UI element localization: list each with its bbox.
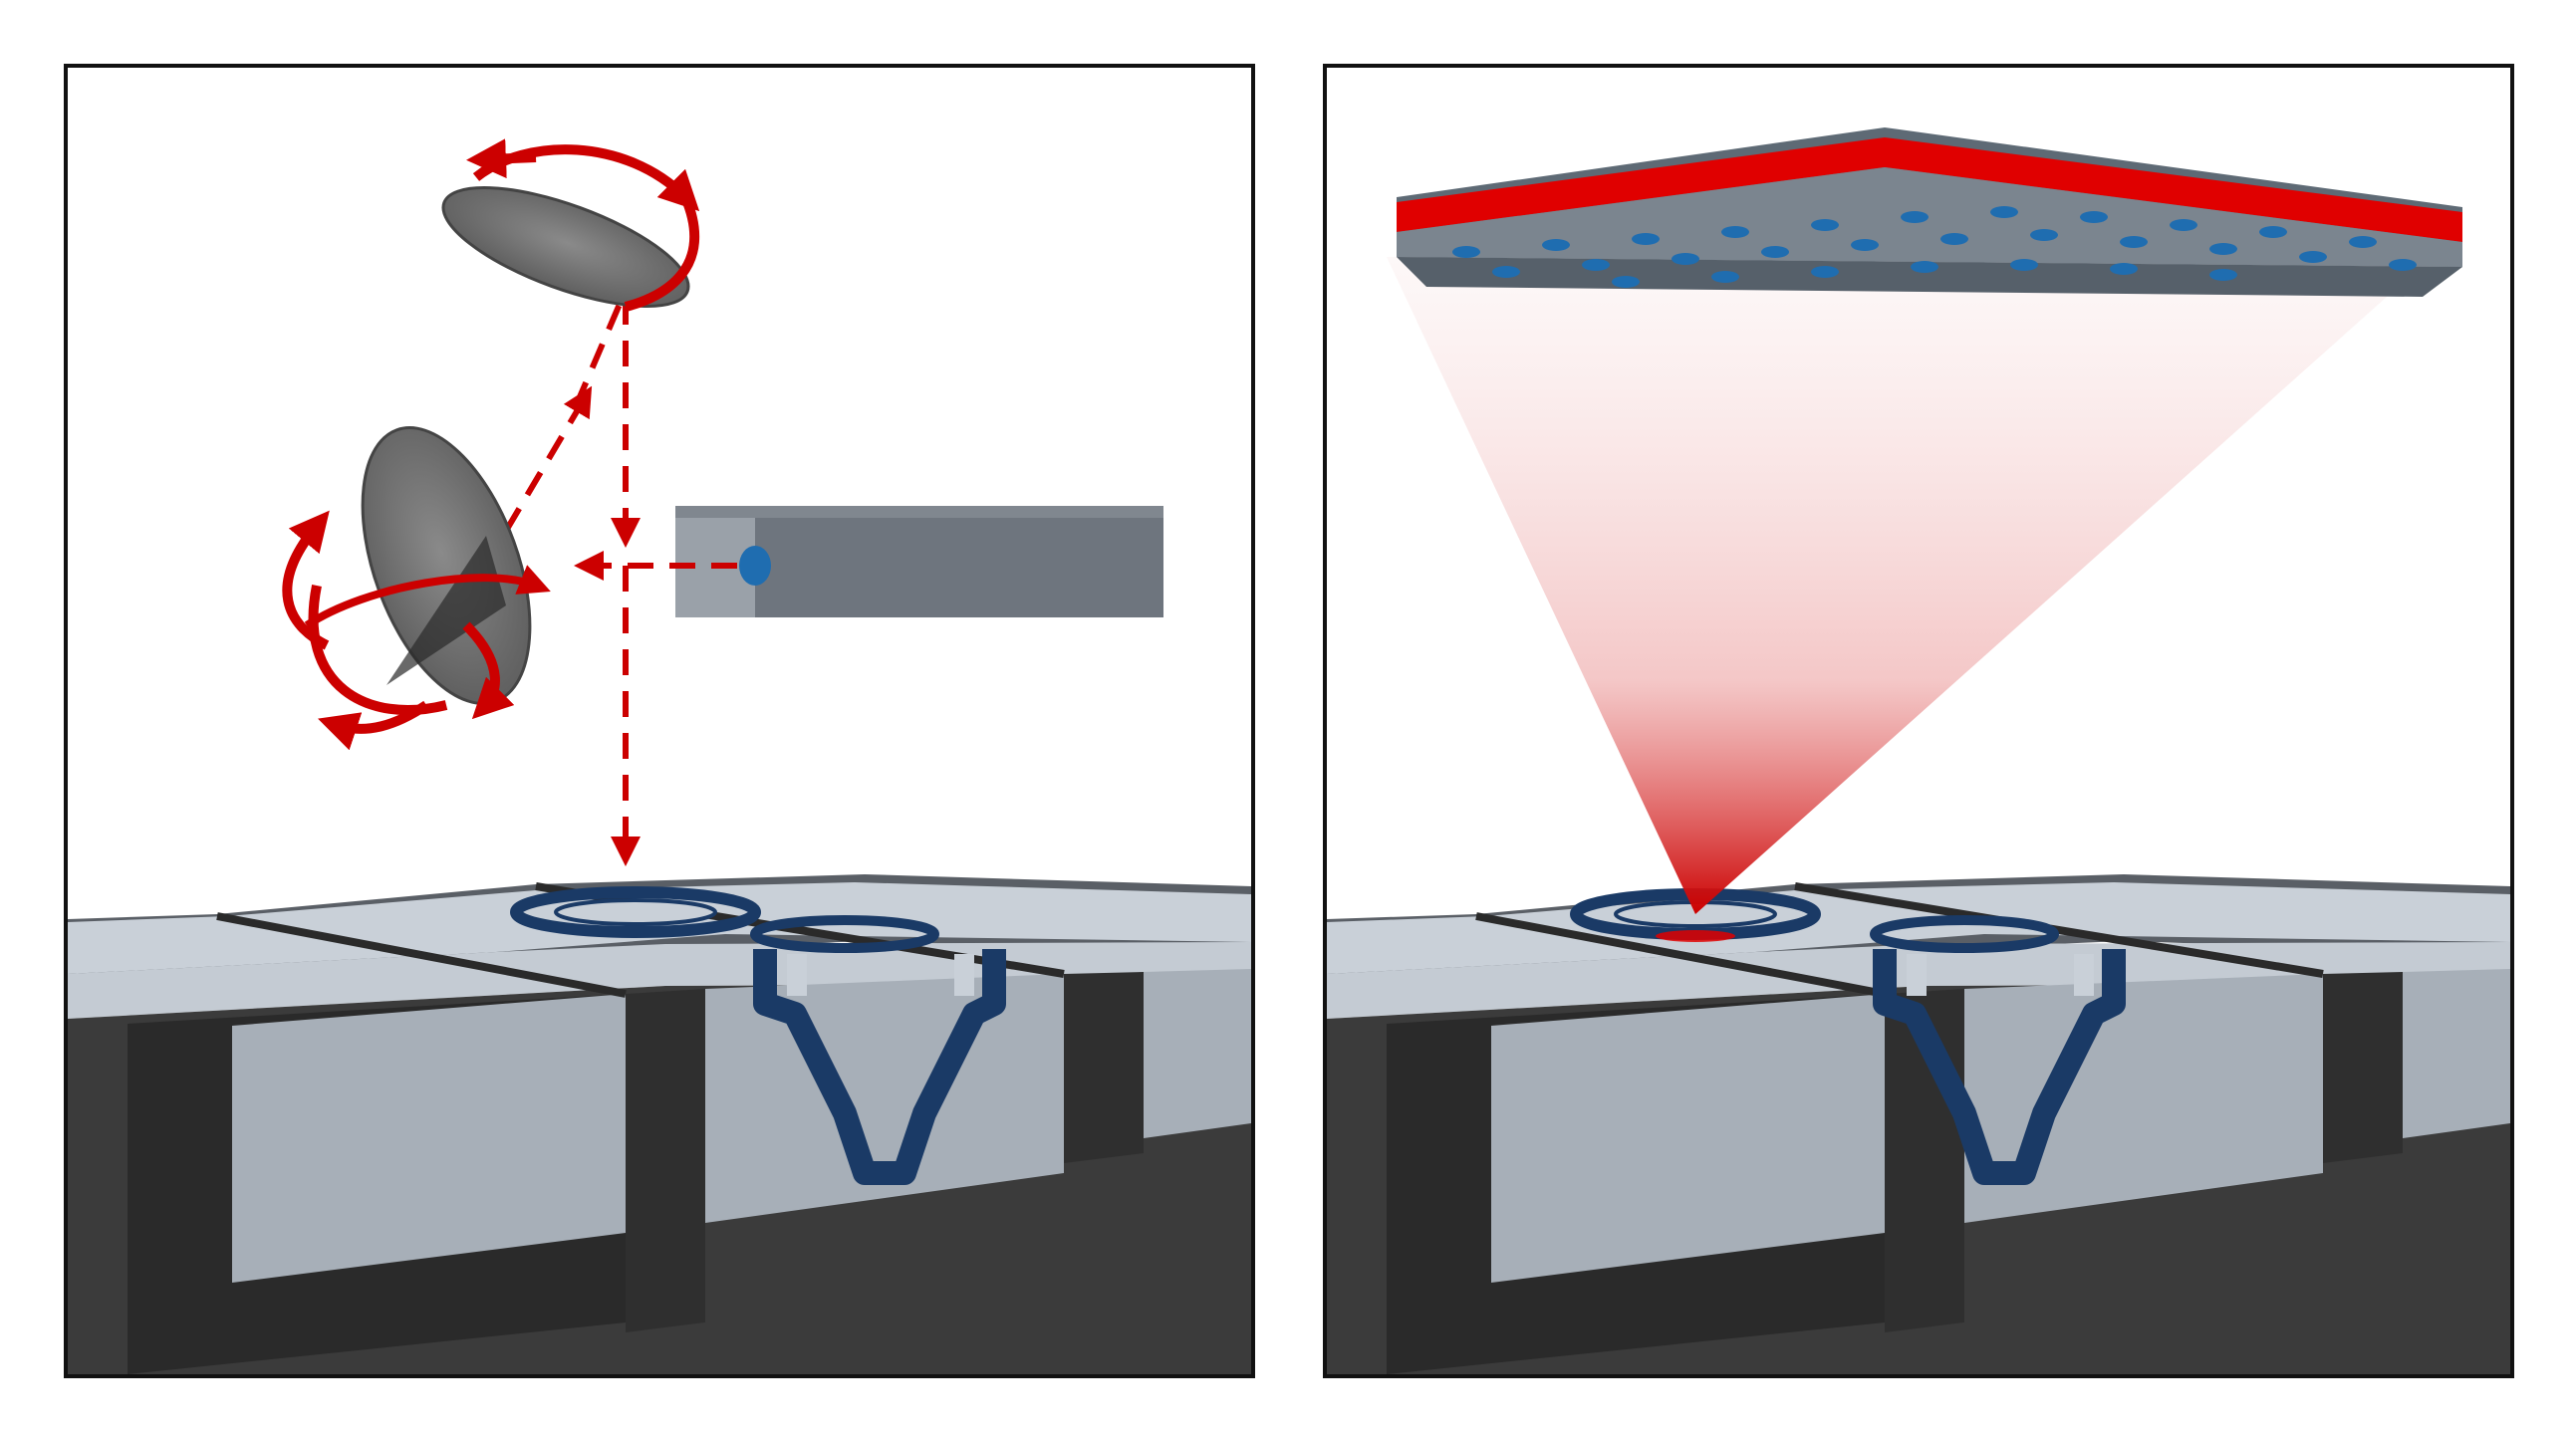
light-source xyxy=(675,506,1163,617)
steering-mirror-1 xyxy=(441,138,700,312)
light-cone xyxy=(1387,247,2443,914)
emitter-dots xyxy=(1452,206,2417,288)
ring-resonator xyxy=(510,886,761,938)
emitter-lens-icon xyxy=(739,546,771,586)
right-panel xyxy=(1323,64,2514,1378)
emitter-array xyxy=(1397,127,2462,297)
left-scene xyxy=(68,138,1251,1374)
right-scene xyxy=(1327,127,2510,1374)
waveguide-coupler xyxy=(750,915,1006,1185)
waveguide-coupler xyxy=(1870,915,2126,1185)
focus-spot xyxy=(1656,930,1735,942)
chip-substrate xyxy=(68,874,1251,1374)
steering-mirror-2 xyxy=(282,426,551,751)
left-panel xyxy=(64,64,1255,1378)
